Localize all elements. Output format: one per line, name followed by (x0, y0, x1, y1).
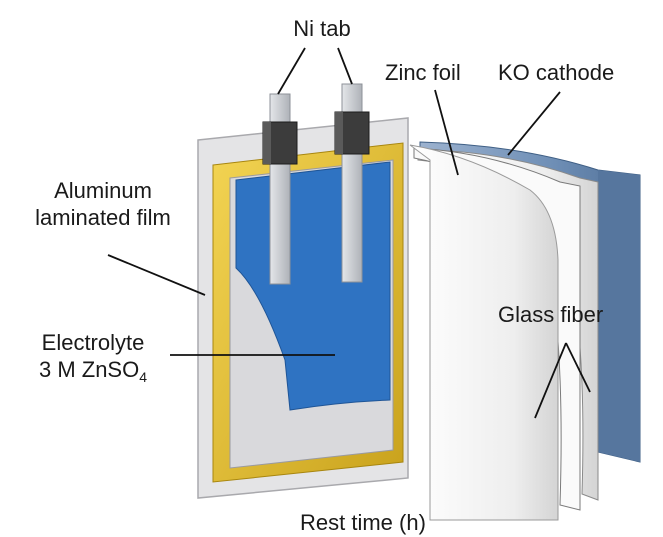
electrolyte-formula-subscript: 4 (139, 368, 148, 385)
aluminum-label-line2: laminated film (35, 204, 171, 230)
battery-diagram: Ni tab Zinc foil KO cathode Aluminum lam… (8, 16, 641, 535)
zinc-foil-label: Zinc foil (385, 60, 461, 85)
ni-tab-label: Ni tab (293, 16, 351, 41)
electrolyte-formula: 3 M ZnSO (38, 356, 140, 382)
ni-tab-left (262, 93, 298, 285)
glass-fiber-label: Glass fiber (498, 302, 604, 327)
leader-lines (107, 47, 591, 419)
electrolyte-label-line2: 3 M ZnSO4 (18, 357, 168, 386)
aluminum-film-label: Aluminum laminated film (8, 178, 198, 232)
leader-aluminum (107, 254, 206, 296)
leader-zinc (434, 89, 459, 176)
diagram-graphic (107, 47, 641, 521)
ko-cathode-label: KO cathode (498, 60, 615, 85)
leader-ko (507, 91, 561, 156)
aluminum-label-line1: Aluminum (54, 178, 152, 203)
ko-cathode-edge (598, 170, 640, 462)
leader-glass-b (565, 342, 591, 393)
ni-tab-right (334, 83, 370, 283)
electrolyte-label-line1: Electrolyte (41, 330, 145, 355)
leader-ni-left (277, 47, 306, 95)
leader-glass-a (534, 342, 567, 419)
electrolyte-label: Electrolyte 3 M ZnSO4 (18, 330, 168, 386)
leader-ni-right (337, 47, 353, 85)
front-curled-sheet (409, 144, 559, 521)
cropped-axis-text: Rest time (h) (300, 510, 426, 535)
